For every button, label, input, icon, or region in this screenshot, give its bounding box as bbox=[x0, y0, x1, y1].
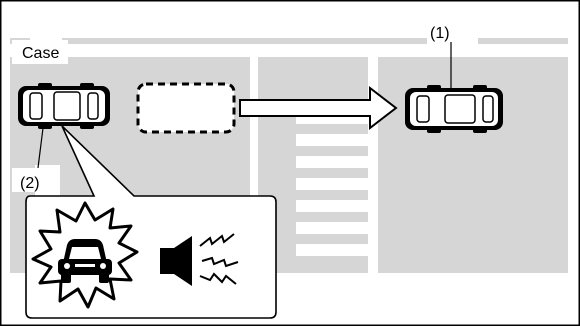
detected-object-outline bbox=[136, 82, 236, 134]
car-collision-warning-icon bbox=[31, 201, 139, 309]
speaker-beep-icon bbox=[160, 233, 239, 286]
callout-1-label: (1) bbox=[430, 25, 450, 42]
own-car bbox=[18, 83, 110, 129]
callout-2-label: (2) bbox=[20, 175, 40, 192]
lane-line-top bbox=[10, 38, 568, 44]
case-label: Case bbox=[22, 45, 59, 62]
other-car bbox=[405, 85, 503, 133]
movement-arrow bbox=[239, 85, 398, 131]
